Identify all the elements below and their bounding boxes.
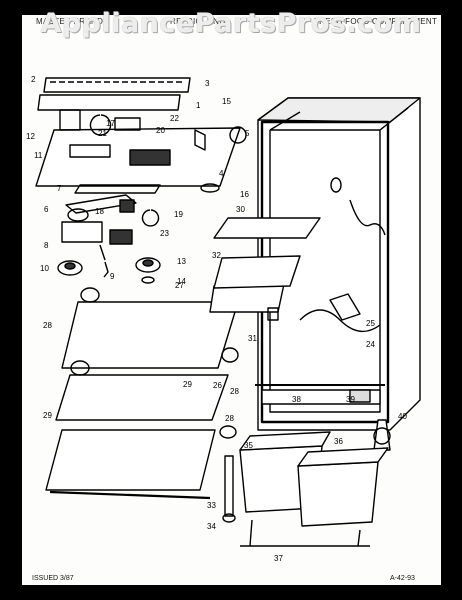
callout-35: 35: [244, 441, 253, 450]
callout-19: 19: [174, 210, 183, 219]
callout-29a: 29: [183, 380, 192, 389]
control-assembly-drawing: [35, 77, 247, 194]
callout-10: 10: [40, 264, 49, 273]
callout-27: 27: [175, 281, 184, 290]
callout-37: 37: [274, 554, 283, 563]
callout-4: 4: [219, 169, 224, 178]
crisper-drawing: [222, 431, 389, 547]
callout-28b: 28: [230, 387, 239, 396]
callout-34: 34: [207, 522, 216, 531]
callout-12: 12: [26, 132, 35, 141]
callout-29b: 29: [43, 411, 52, 420]
callout-14: 14: [177, 277, 186, 286]
callout-5: 5: [245, 129, 250, 138]
callout-6: 6: [44, 205, 49, 214]
callout-23: 23: [160, 229, 169, 238]
callout-36: 36: [334, 437, 343, 446]
callout-2: 2: [31, 75, 36, 84]
callout-22: 22: [170, 114, 179, 123]
page-code: A-42-93: [390, 575, 415, 582]
callout-labels: 1 2 3 4 5 6 7 8 9 10 11 12 13 14 15 16 1…: [26, 75, 407, 563]
callout-40: 40: [398, 412, 407, 421]
callout-20: 20: [156, 126, 165, 135]
header-left: MASTER BRAND: [36, 17, 104, 26]
callout-31: 31: [248, 334, 257, 343]
callout-39: 39: [346, 395, 355, 404]
callout-11: 11: [34, 151, 43, 160]
callout-7: 7: [57, 184, 62, 193]
meat-pan-drawing: [209, 217, 321, 321]
callout-17: 17: [106, 119, 115, 128]
callout-30: 30: [236, 205, 245, 214]
callout-3: 3: [205, 79, 210, 88]
callout-33: 33: [207, 501, 216, 510]
header-middle: REFRIG. UNIT: [170, 17, 227, 26]
callout-28c: 28: [225, 414, 234, 423]
wire-shelves-drawing: [45, 287, 239, 500]
callout-8: 8: [44, 241, 49, 250]
callout-16: 16: [240, 190, 249, 199]
callout-21: 21: [98, 129, 107, 138]
callout-24: 24: [366, 340, 375, 349]
callout-13: 13: [177, 257, 186, 266]
callout-38: 38: [292, 395, 301, 404]
thermostat-components-drawing: [57, 194, 161, 284]
callout-32: 32: [212, 251, 221, 260]
callout-25: 25: [366, 319, 375, 328]
callout-1: 1: [196, 101, 201, 110]
callout-15: 15: [222, 97, 231, 106]
callout-28a: 28: [43, 321, 52, 330]
callout-26: 26: [213, 381, 222, 390]
issued-date: ISSUED 3/87: [32, 575, 74, 582]
header-right: FRESH FOOD COMPARTMENT: [314, 17, 438, 26]
callout-18: 18: [95, 207, 104, 216]
callout-9: 9: [110, 272, 115, 281]
